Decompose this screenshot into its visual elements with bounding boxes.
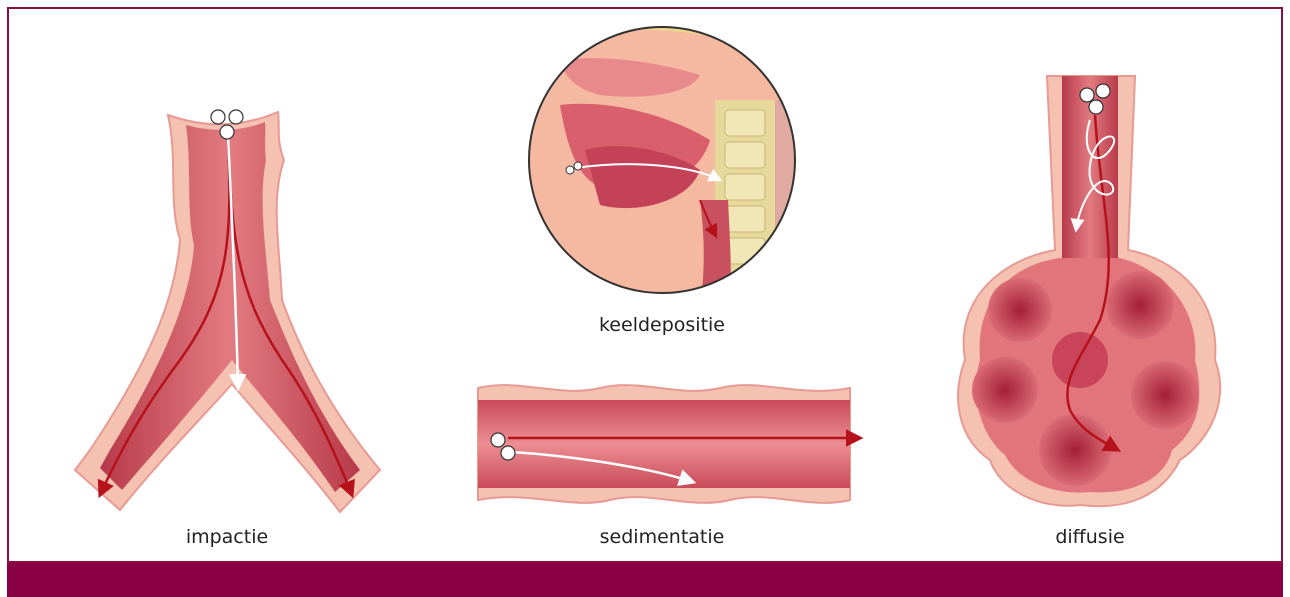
sedimentation-airway [478, 385, 860, 503]
diffusion-alveoli [958, 76, 1220, 506]
label-throat-deposition: keeldepositie [562, 314, 762, 336]
label-diffusion: diffusie [990, 526, 1190, 548]
impaction-airway [75, 110, 380, 512]
footer-band [7, 563, 1283, 597]
label-impaction: impactie [127, 526, 327, 548]
throat-cross-section [520, 20, 815, 310]
label-sedimentation: sedimentatie [562, 526, 762, 548]
